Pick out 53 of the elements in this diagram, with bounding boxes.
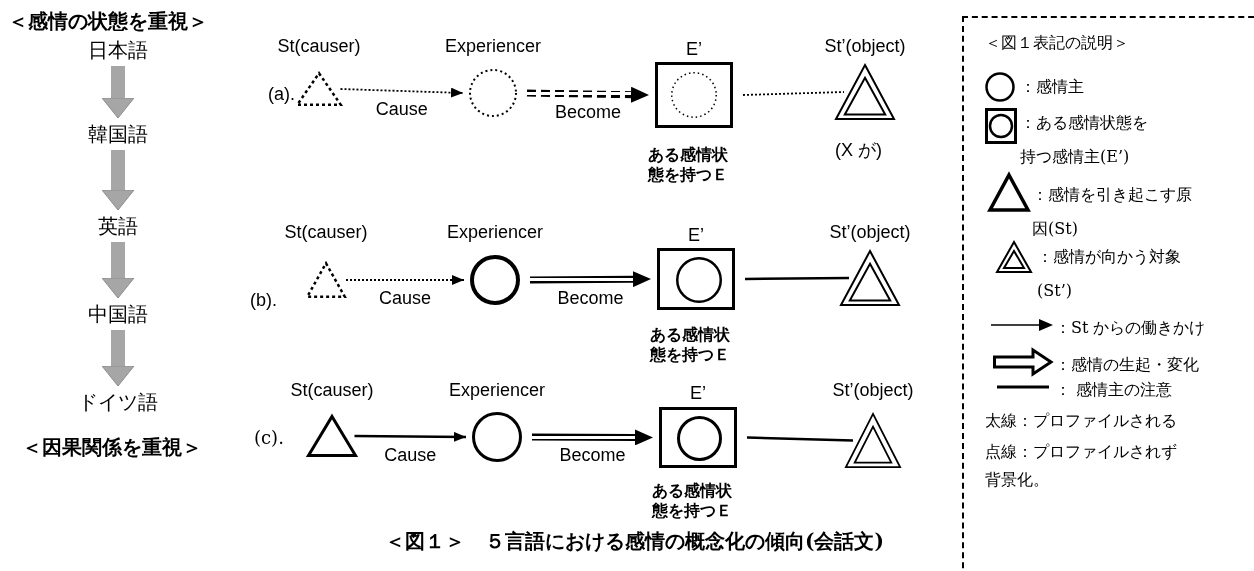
node-label: Experiencer xyxy=(445,36,541,56)
node-label: E’ xyxy=(686,39,702,59)
node-label: St’(object) xyxy=(824,36,906,56)
node-caption: ある感情状態を持つＥ xyxy=(650,325,731,365)
arrow xyxy=(339,87,464,98)
block-arrow xyxy=(101,150,135,211)
legend-note: 太線：プロファイルされる xyxy=(985,410,1177,432)
language-label: ドイツ語 xyxy=(63,388,173,416)
connector-line xyxy=(745,276,849,281)
node-label: E’ xyxy=(688,225,704,245)
node-label: Experiencer xyxy=(447,222,543,242)
connector-line xyxy=(746,436,854,442)
language-label: 日本語 xyxy=(73,36,163,64)
node-label: E’ xyxy=(690,383,706,403)
legend-text: ：感情の生起・変化 xyxy=(1055,354,1200,376)
heading-label: ＜因果関係を重視＞ xyxy=(22,434,202,461)
legend-text: ：感情を引き起こす原因(St) xyxy=(1032,184,1192,240)
node-label: St’(object) xyxy=(832,380,914,400)
arrow xyxy=(532,429,653,446)
node-label: St(causer) xyxy=(277,36,361,56)
node-caption: ある感情状態を持つＥ xyxy=(652,481,733,521)
node-label: Experiencer xyxy=(449,380,545,400)
legend-text: ：St からの働きかけ xyxy=(1055,317,1207,339)
connector-line xyxy=(742,91,845,96)
legend-title: ＜図１表記の説明＞ xyxy=(985,32,1129,54)
language-label: 中国語 xyxy=(73,300,163,328)
arrow xyxy=(345,275,465,285)
inner-circle xyxy=(676,257,722,303)
node-caption: ある感情状態を持つＥ xyxy=(648,145,729,185)
row-label: (c). xyxy=(254,426,284,450)
arrow xyxy=(529,271,651,288)
block-arrow xyxy=(101,66,135,119)
legend-note: 点線：プロファイルされず背景化。 xyxy=(985,441,1178,491)
block-arrow xyxy=(101,242,135,299)
node-label: St(causer) xyxy=(284,222,368,242)
caption: ＜図１＞ ５言語における感情の概念化の傾向(会話文) xyxy=(385,528,884,555)
legend-text: ：感情が向かう対象(St’) xyxy=(1037,246,1182,302)
inner-circle xyxy=(677,416,722,461)
language-label: 韓国語 xyxy=(73,120,163,148)
row-label: (a). xyxy=(268,83,295,106)
heading-label: ＜感情の状態を重視＞ xyxy=(8,8,208,35)
arrow xyxy=(526,86,649,103)
node-label: St’(object) xyxy=(829,222,911,242)
language-label: 英語 xyxy=(73,212,163,240)
arrow xyxy=(354,431,466,442)
block-arrow xyxy=(101,330,135,387)
inner-circle xyxy=(671,72,717,118)
row-label: (b). xyxy=(250,289,277,312)
node-caption: (X が) xyxy=(835,140,883,160)
legend-text: ：感情主 xyxy=(1020,76,1085,98)
legend-text: ： 感情主の注意 xyxy=(1055,379,1174,401)
legend-text: ：ある感情状態を持つ感情主(E’) xyxy=(1020,112,1149,168)
node-label: St(causer) xyxy=(290,380,374,400)
